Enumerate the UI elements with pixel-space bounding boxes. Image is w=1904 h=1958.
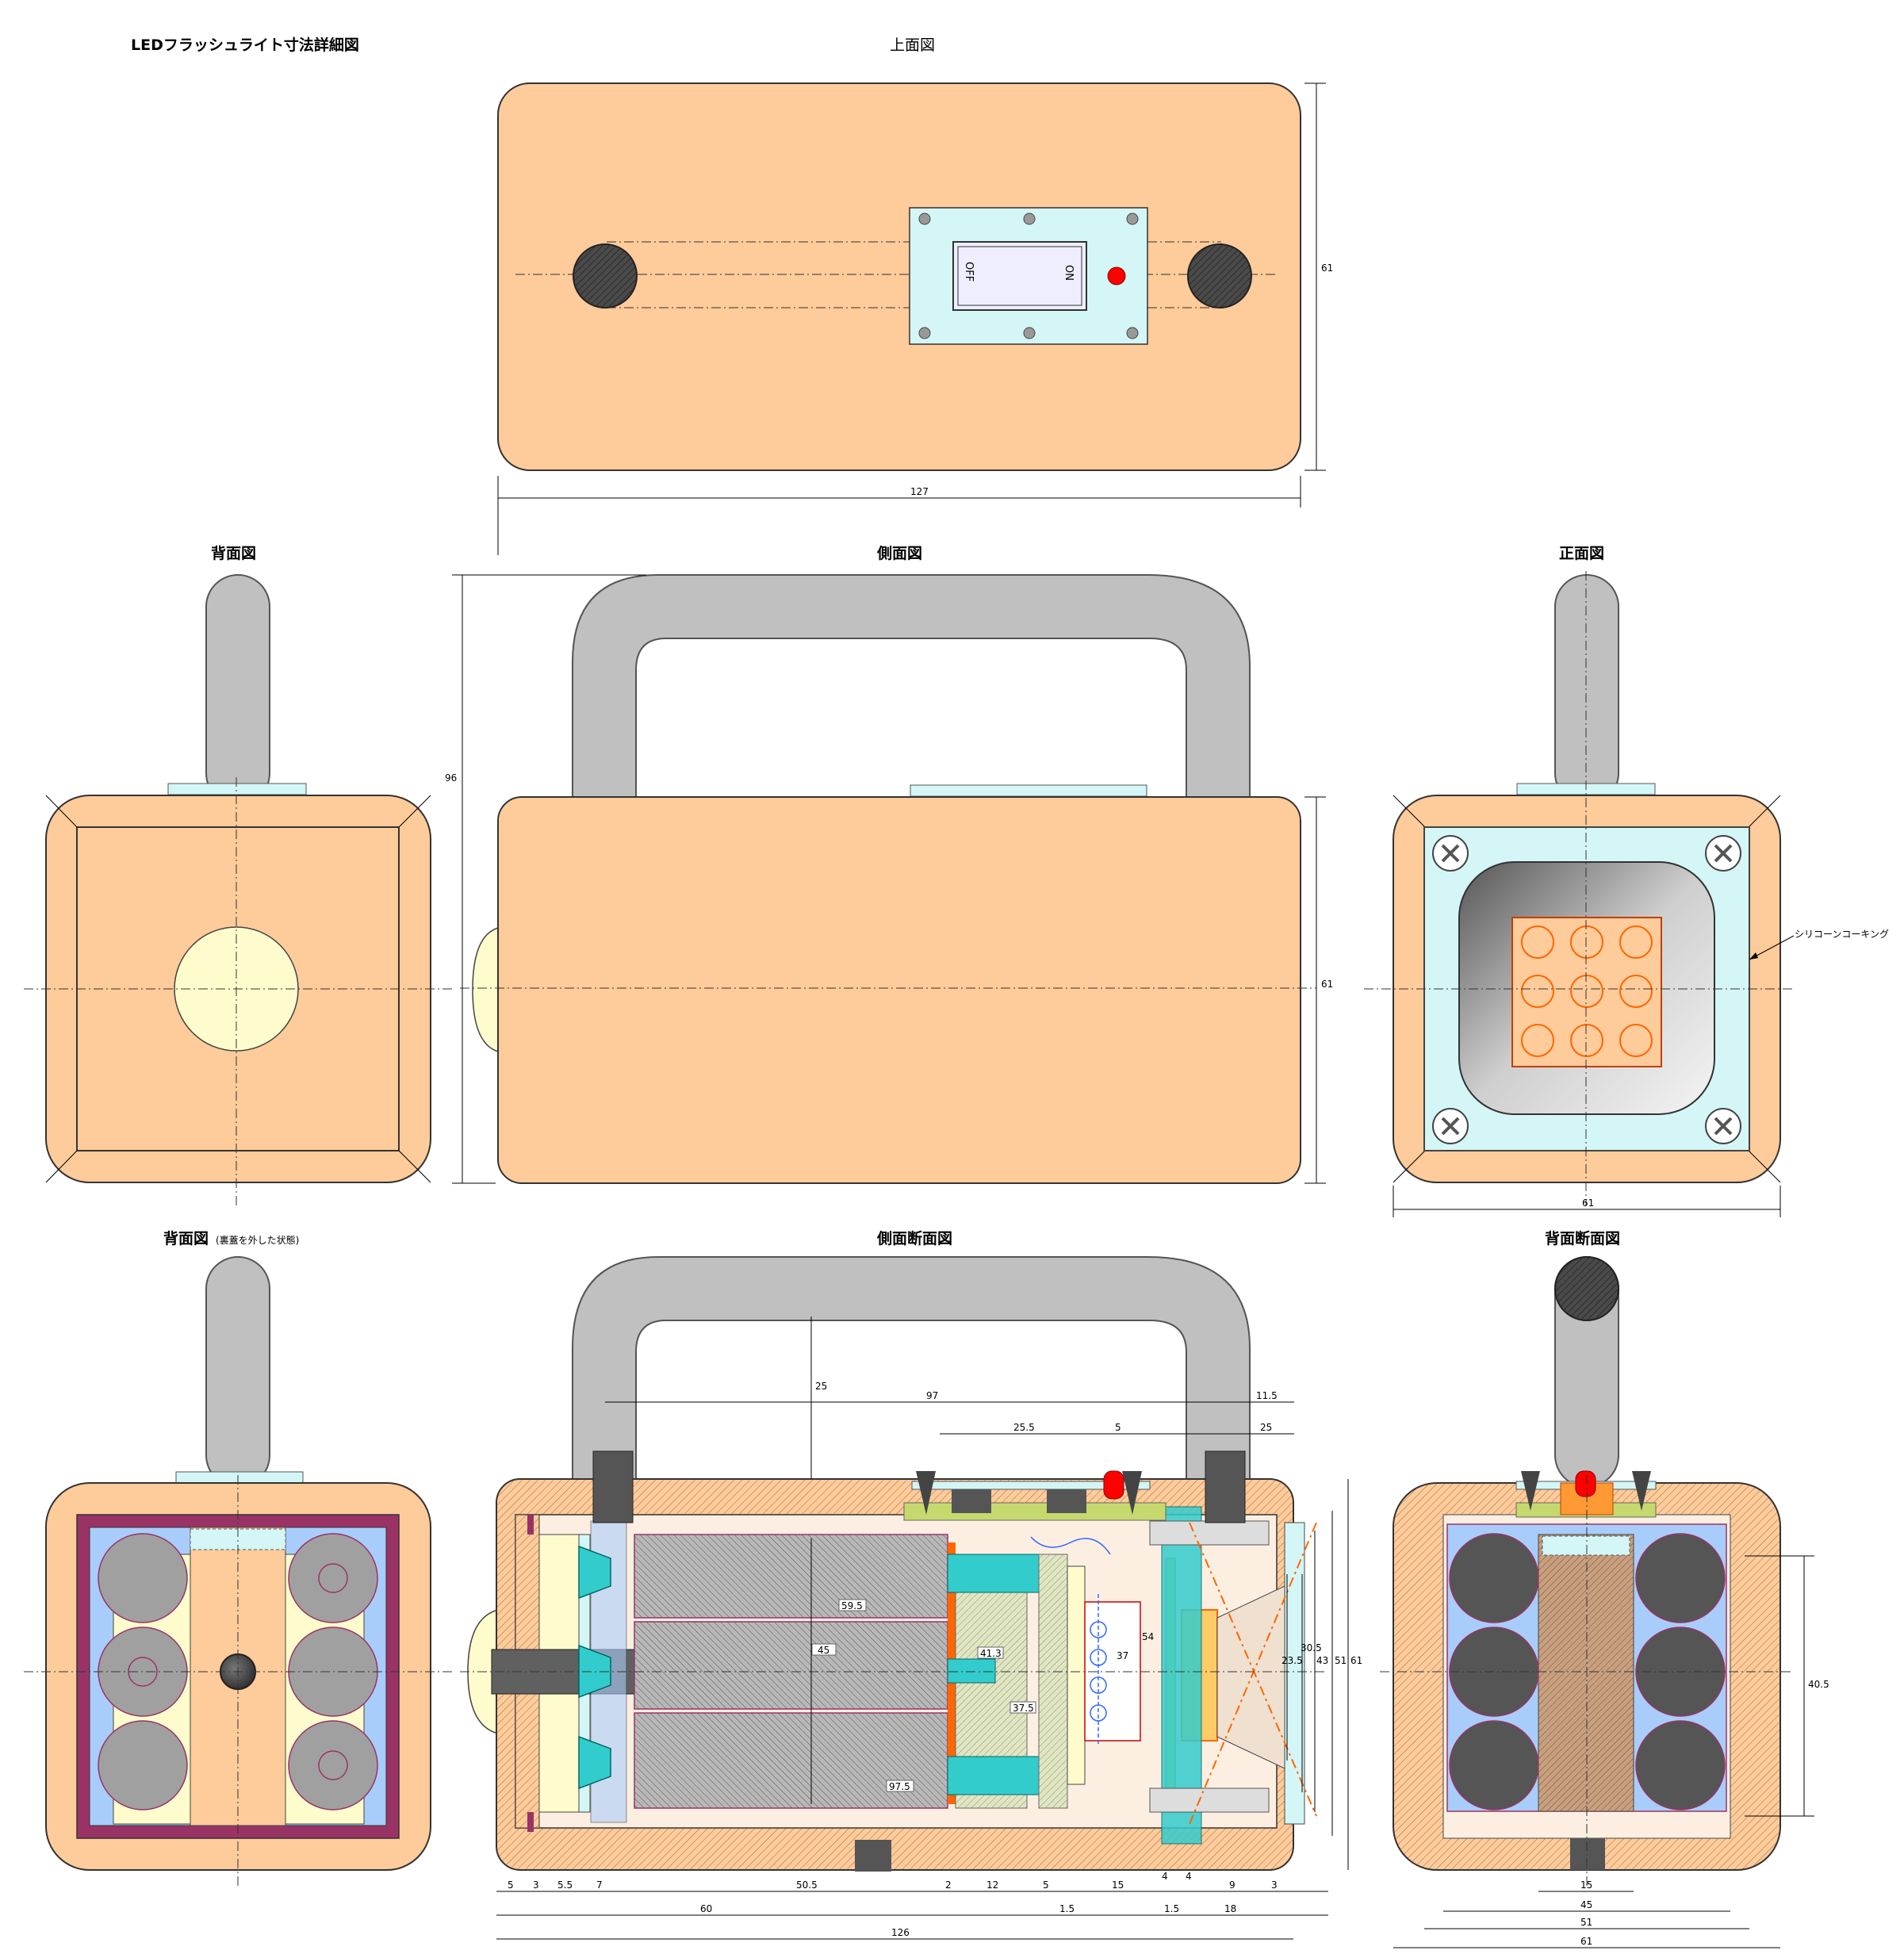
back-section-title: 背面断面図 [1545,1229,1620,1247]
dim-bs-40-5: 40.5 [1808,1679,1829,1690]
dim-b-2: 2 [945,1879,952,1891]
dim-sec-25-right: 25 [1260,1422,1272,1433]
dim-b-18: 18 [1224,1903,1236,1914]
spring-contacts [578,1545,611,1790]
dim-sec-25-5: 25.5 [1013,1422,1035,1433]
back-open-title: 背面図 [163,1229,209,1247]
dim-b-4b: 4 [1186,1871,1192,1882]
dim-side-total: 96 [445,772,457,784]
dim-sec-51: 51 [1335,1655,1347,1666]
dim-top-width: 127 [910,486,929,497]
dim-b-5-5: 5.5 [557,1879,573,1891]
dim-side-body: 61 [1321,979,1333,990]
dim-sec-30-5: 30.5 [1301,1642,1322,1653]
dim-sec-41-3: 41.3 [980,1648,1002,1659]
dim-top-height: 61 [1321,262,1333,274]
indicator-led [1107,266,1126,285]
dim-sec-5-top: 5 [1115,1422,1121,1433]
dim-b-3b: 3 [1271,1879,1278,1891]
top-view: 上面図 OFF ON 61 127 [497,36,1333,555]
dim-b-5b: 5 [1043,1879,1049,1891]
back-open-view: 背面図 (裏蓋を外した状態) [24,1229,452,1887]
dim-b-15: 15 [1112,1879,1124,1891]
dim-b-4a: 4 [1162,1871,1168,1882]
rocker-switch [952,241,1087,311]
back-view: 背面図 [24,544,452,1205]
back-view-title: 背面図 [211,544,256,562]
dim-b-12: 12 [986,1879,998,1891]
led-cells [1521,925,1653,1057]
switch-on-label: ON [1063,265,1075,281]
top-view-title: 上面図 [890,36,935,54]
side-view-body [497,796,1301,1184]
side-view-title: 側面図 [876,545,922,562]
back-open-note: (裏蓋を外した状態) [216,1234,299,1246]
side-handle [572,574,1251,799]
side-view: 側面図 96 61 [445,545,1333,1184]
top-view-body [497,82,1301,471]
dim-sec-97-5: 97.5 [889,1781,910,1792]
front-view: 正面図 シリコーンコーキング 61 [1364,545,1889,1217]
side-section-view: 側面断面図 [460,1229,1362,1940]
dim-sec-43: 43 [1316,1655,1328,1666]
dim-sec-37-5: 37.5 [1013,1703,1034,1714]
dim-sec-61: 61 [1350,1655,1362,1666]
switch-screws [918,213,1139,339]
dim-b-3: 3 [533,1879,539,1891]
side-section-title: 側面断面図 [876,1229,952,1247]
dim-front-width: 61 [1582,1197,1594,1209]
dim-b-50-5: 50.5 [796,1879,818,1891]
dim-b-9: 9 [1229,1879,1235,1891]
dim-sec-97: 97 [926,1390,938,1401]
dim-b-1-5a: 1.5 [1059,1903,1075,1914]
dim-b-126: 126 [891,1927,910,1938]
dim-sec-handle: 25 [815,1381,827,1392]
dim-sec-54: 54 [1142,1631,1154,1642]
dim-b-60: 60 [700,1903,712,1914]
dim-bs-45: 45 [1580,1899,1592,1910]
dim-sec-45: 45 [818,1645,829,1656]
drawing-title: LEDフラッシュライト寸法詳細図 [131,36,359,54]
batteries-back-open [98,1533,378,1810]
section-batteries [634,1534,948,1809]
dim-b-5: 5 [508,1879,514,1891]
switch-off-label: OFF [963,262,975,282]
dim-bs-61: 61 [1580,1936,1592,1947]
callout-silicone: シリコーンコーキング [1795,929,1889,940]
dim-sec-59-5: 59.5 [841,1600,863,1611]
back-section-view: 背面断面図 40.5 15 45 51 61 [1380,1229,1829,1948]
handle-mount-right [1187,243,1252,308]
handle-mount-left [573,243,638,308]
front-view-title: 正面図 [1559,545,1604,562]
front-screws [1432,835,1741,1144]
dim-b-1-5b: 1.5 [1164,1903,1179,1914]
dim-sec-11-5: 11.5 [1256,1390,1278,1401]
dim-sec-37: 37 [1117,1650,1128,1661]
dim-bs-15: 15 [1580,1879,1592,1891]
dim-bs-51: 51 [1580,1917,1592,1928]
section-handle [572,1256,1251,1484]
dim-b-7: 7 [596,1879,603,1891]
dim-sec-23-5: 23.5 [1281,1655,1303,1666]
